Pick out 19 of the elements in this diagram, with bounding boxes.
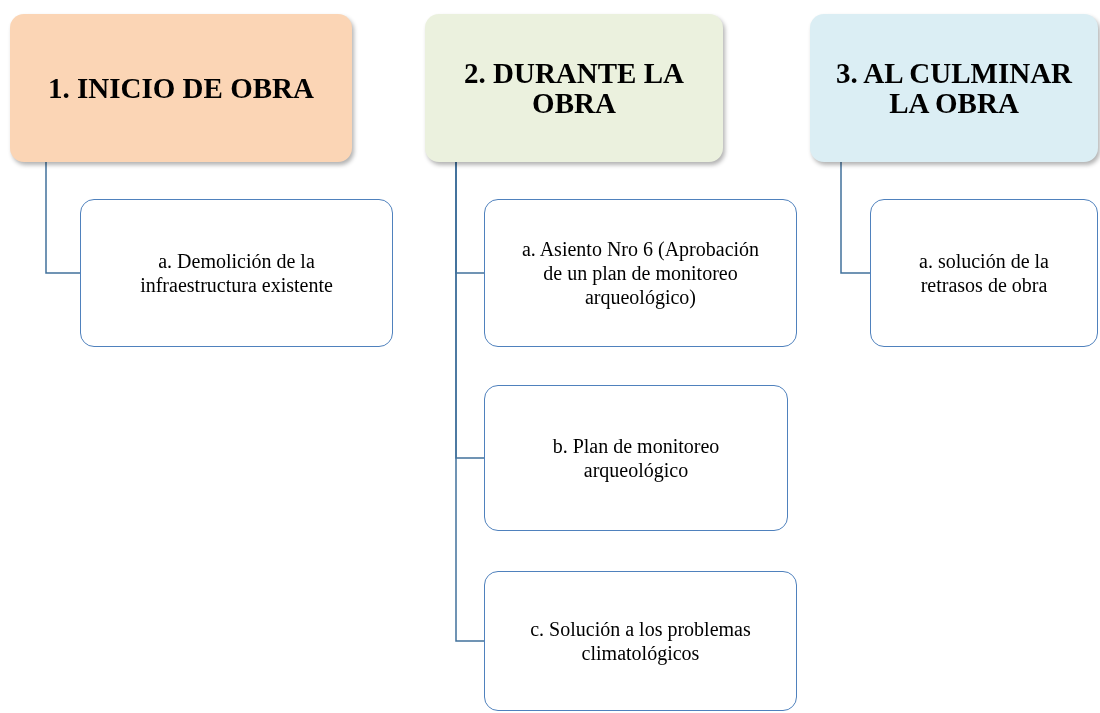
task-box (870, 199, 1098, 347)
task-box (484, 199, 797, 347)
phase-header-box (810, 14, 1098, 162)
phase-header-box (425, 14, 723, 162)
connector-line (45, 161, 81, 274)
phase-title: 2. DURANTE LA OBRA (463, 57, 685, 119)
task-text: c. Solución a los problemas climatológicos (529, 617, 752, 665)
connector-line (840, 161, 871, 274)
task-text: b. Plan de monitoreo arqueológico (551, 434, 721, 482)
phase-title: 3. AL CULMINAR LA OBRA (834, 57, 1074, 119)
phase-title: 1. INICIO DE OBRA (48, 72, 314, 104)
task-text: a. Asiento Nro 6 (Aprobación de un plan de monitoreo arqueológico) (520, 237, 761, 309)
phase-header-box (10, 14, 352, 162)
task-text: a. Demolición de la infraestructura existente (139, 249, 334, 297)
connector-line (455, 161, 485, 642)
task-box (80, 199, 393, 347)
task-box (484, 385, 788, 531)
task-text: a. solución de la retrasos de obra (918, 249, 1050, 297)
task-box (484, 571, 797, 711)
